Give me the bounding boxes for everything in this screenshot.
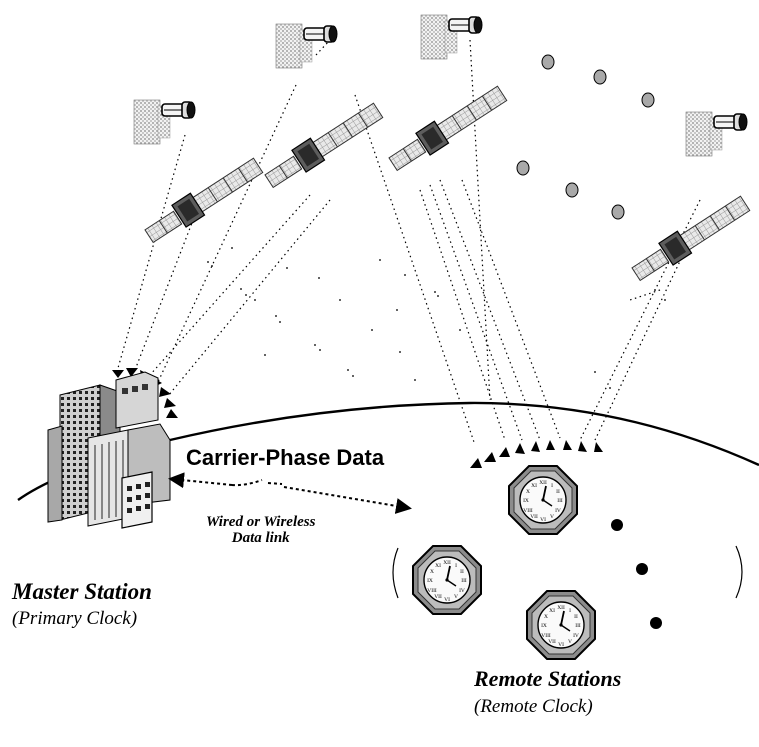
- clock-icon: [526, 590, 596, 660]
- carrier-phase-label: Carrier-Phase Data: [186, 445, 385, 470]
- remote-region-arc-left: [392, 547, 399, 599]
- remote-stations-subtitle: (Remote Clock): [474, 696, 593, 717]
- sky-dots: [207, 247, 666, 389]
- remote-antenna-arrows: [470, 440, 603, 468]
- data-link-label-line1: Wired or Wireless: [206, 514, 316, 530]
- orbit-dot-icon: [565, 182, 579, 198]
- remote-region-arc-right: [735, 545, 743, 599]
- more-remotes-dots: [611, 519, 662, 629]
- orbit-dot-icon: [611, 204, 625, 220]
- satellite-icon: [141, 153, 266, 248]
- orbit-dot-icon: [541, 54, 555, 70]
- satellite-icon: [133, 99, 196, 145]
- master-station-subtitle: (Primary Clock): [12, 608, 138, 629]
- satellite-icon: [628, 191, 753, 286]
- data-link-arrows: [168, 472, 412, 514]
- satellite-icon: [275, 23, 338, 69]
- satellite-icon: [685, 111, 748, 157]
- orbit-dots: [516, 54, 655, 220]
- clock-icon: [508, 465, 578, 535]
- clock-icon: [412, 545, 482, 615]
- satellite-icon: [385, 81, 510, 176]
- signal-paths: [117, 39, 701, 446]
- data-link-label: Wired or Wireless Data link: [206, 514, 316, 547]
- orbit-dot-icon: [641, 92, 655, 108]
- satellite-icon: [420, 14, 483, 60]
- master-station-title: Master Station: [12, 579, 152, 604]
- building-icon: [47, 371, 171, 529]
- orbit-dot-icon: [516, 160, 530, 176]
- data-link-label-line2: Data link: [231, 529, 290, 546]
- orbit-dot-icon: [593, 69, 607, 85]
- remote-stations-title: Remote Stations: [474, 666, 622, 691]
- satellite-icon: [261, 98, 386, 193]
